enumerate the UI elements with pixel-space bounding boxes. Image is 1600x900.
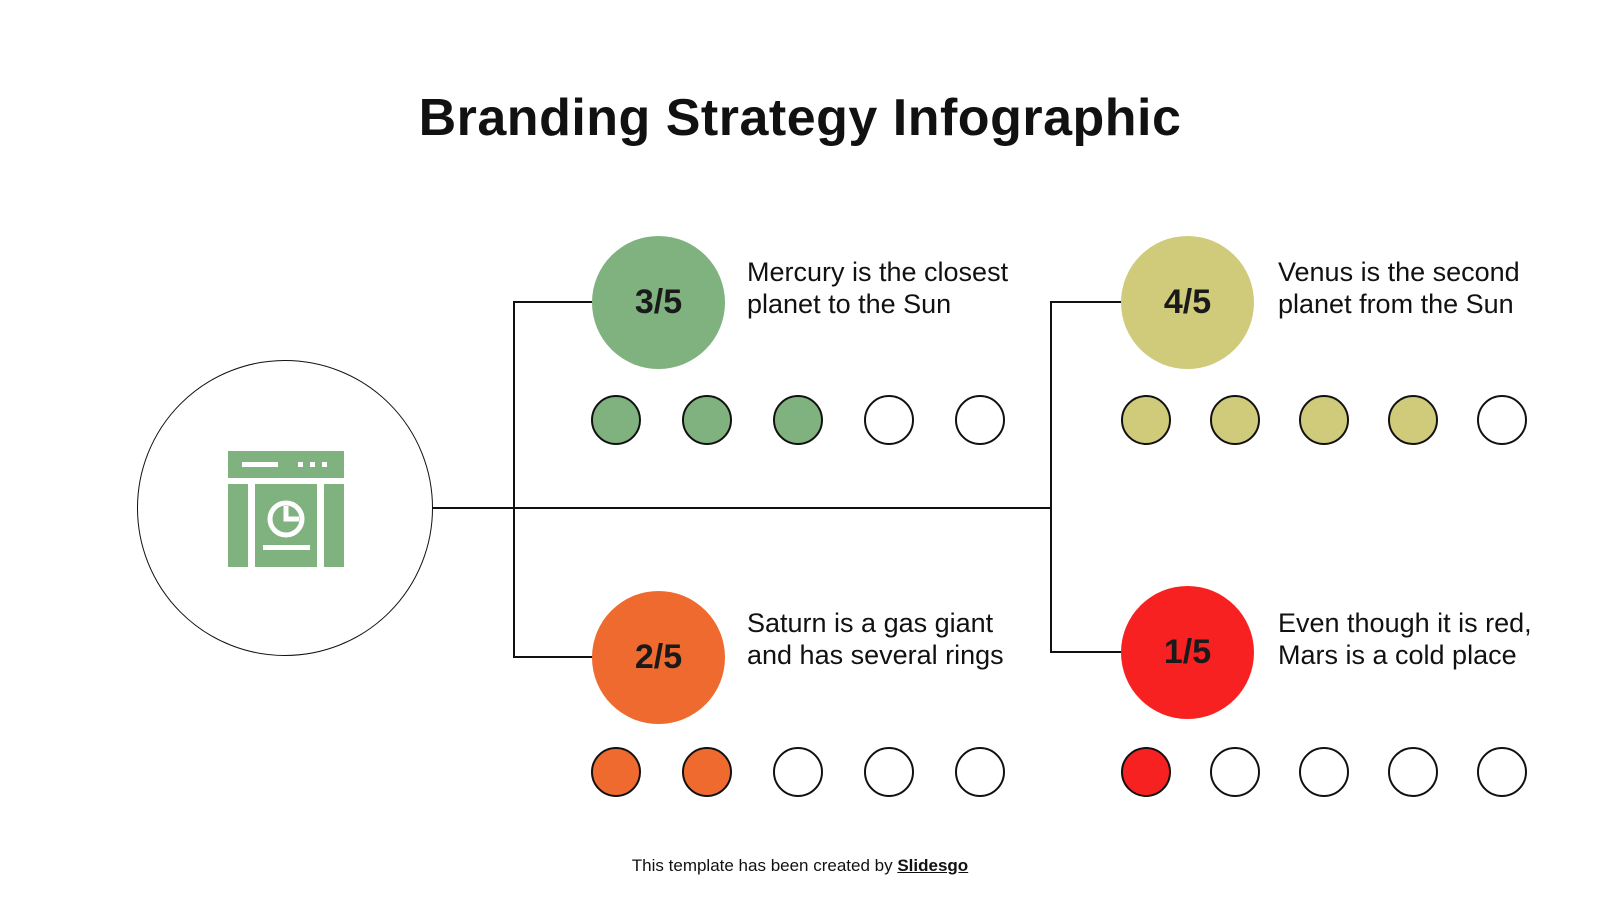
rating-dot-empty [1299, 747, 1349, 797]
rating-dot-filled [1210, 395, 1260, 445]
footer-text: This template has been created by [631, 856, 898, 875]
rating-dot-empty [1388, 747, 1438, 797]
rating-dot-filled [1121, 747, 1171, 797]
connector-right-top [1050, 301, 1122, 303]
footer-credit: This template has been created by Slides… [0, 856, 1600, 876]
rating-dot-empty [1210, 747, 1260, 797]
slidesgo-link[interactable]: Slidesgo [897, 856, 969, 875]
score-circle-venus: 4/5 [1121, 236, 1254, 369]
description-saturn: Saturn is a gas giant and has several ri… [747, 608, 1004, 670]
rating-dot-empty [1477, 747, 1527, 797]
connector-left-bottom [513, 656, 593, 658]
browser-chart-icon [228, 451, 344, 567]
rating-dot-filled [591, 747, 641, 797]
connector-left-vertical [513, 301, 515, 658]
rating-dot-filled [682, 747, 732, 797]
rating-dot-empty [864, 747, 914, 797]
score-circle-mercury: 3/5 [592, 236, 725, 369]
rating-dot-filled [1299, 395, 1349, 445]
description-venus: Venus is the second planet from the Sun [1278, 257, 1520, 319]
page-title: Branding Strategy Infographic [418, 89, 1182, 147]
score-circle-saturn: 2/5 [592, 591, 725, 724]
hub-circle [137, 360, 433, 656]
connector-left-top [513, 301, 593, 303]
rating-dot-empty [773, 747, 823, 797]
connector-main [433, 507, 1051, 509]
rating-dot-empty [864, 395, 914, 445]
rating-dot-filled [773, 395, 823, 445]
rating-dot-empty [955, 747, 1005, 797]
connector-right-bottom [1050, 651, 1122, 653]
score-circle-mars: 1/5 [1121, 586, 1254, 719]
rating-dot-empty [1477, 395, 1527, 445]
connector-right-vertical [1050, 301, 1052, 653]
rating-dot-filled [682, 395, 732, 445]
rating-dot-filled [1388, 395, 1438, 445]
rating-dot-empty [955, 395, 1005, 445]
rating-dot-filled [1121, 395, 1171, 445]
description-mercury: Mercury is the closest planet to the Sun [747, 257, 1009, 319]
rating-dot-filled [591, 395, 641, 445]
description-mars: Even though it is red, Mars is a cold pl… [1278, 608, 1532, 670]
